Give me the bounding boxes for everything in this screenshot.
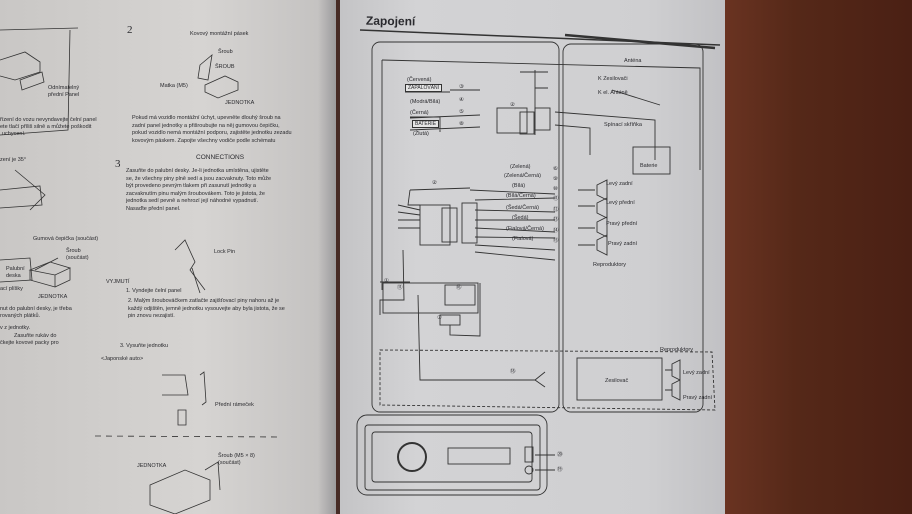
battery-box: BATERIE (412, 120, 440, 128)
label: Šroub (218, 49, 233, 55)
step-number: 3 (115, 158, 121, 170)
removal-heading: VYJMUTÍ (106, 279, 130, 285)
speaker-label: Levý zadní (606, 181, 633, 187)
edge-text: rovaných plátků. (0, 313, 41, 319)
wire-number: ⑭ (553, 228, 559, 234)
step3-text: Zasuňte do palubní desky. Je-li jednotka… (126, 168, 272, 212)
label: Palubní deska (6, 266, 25, 279)
connector-number: ② (510, 102, 515, 108)
connector-number: ⑱ (510, 369, 516, 375)
speaker-wire-label: (Zelená) (510, 164, 531, 170)
speakers-label: Reproduktory (660, 347, 694, 353)
left-manual-page: 2 Kovový montážní pásek Šroub ŠROUB Matk… (0, 0, 336, 514)
edge-text: zení je 35° (0, 157, 27, 163)
connector-number: ① (384, 278, 389, 284)
connector-number: ⑪ (397, 285, 403, 291)
step-number: 2 (127, 24, 133, 36)
label: Lock Pin (214, 249, 236, 255)
step2-text: Pokud má vozidlo montážní úchyt, upevnět… (132, 115, 292, 144)
left-page-illustrations (0, 27, 281, 514)
label: Matka (M5) (160, 83, 188, 89)
label: Šroub (součást) (66, 248, 89, 261)
aux-port-number: ⑲ (557, 467, 563, 473)
edge-text: čkejte kovové packy pro (0, 340, 59, 346)
connector-number: ④ (459, 97, 464, 103)
japanese-car-label: <Japonské auto> (101, 356, 144, 362)
wire-number: ⑮ (553, 238, 559, 244)
edge-text: v z jednotky. (0, 325, 31, 331)
speaker-label: Pravý přední (606, 221, 638, 227)
removal-step: 2. Malým šroubováčkem zatlačte zajišťova… (128, 298, 285, 319)
right-manual-page (340, 0, 725, 514)
connector-number: ⑦ (437, 315, 442, 321)
edge-text: řízení do vozu nevyndavejte čelní panel (0, 117, 97, 123)
to-el-antenna-label: K el. Anténě (598, 90, 628, 96)
speakers-label: Reproduktory (593, 262, 627, 268)
edge-text: Zasuňte rukáv do (14, 333, 57, 339)
label: Přední rámeček (215, 402, 254, 408)
wire-label: (Červená) (407, 77, 432, 83)
label: Odnímatelný přední Panel (48, 85, 80, 98)
speaker-label: Levý přední (606, 200, 635, 206)
speaker-wire-label: (Bílá/Černá) (506, 193, 536, 199)
ignition-box: ZAPALOVÁNÍ (405, 84, 443, 92)
speaker-wire-label: (Fialová) (512, 236, 534, 242)
edge-text: nut do palubní desky, je třeba (0, 306, 72, 312)
wire-number: ⑫ (553, 207, 559, 213)
speaker-wire-label: (Fialová/Černá) (506, 226, 544, 232)
removal-step: 3. Vysuňte jednotku (120, 343, 169, 349)
edge-text: ací plíšky (0, 286, 23, 292)
connections-heading: CONNECTIONS (196, 154, 245, 161)
connector-number: ② (432, 180, 437, 186)
ignition-switch-label: Spínací skříňka (604, 122, 642, 128)
label: Šroub (M5 × 8) (součást) (218, 453, 255, 466)
to-amp-label: K Zesilovači (598, 76, 628, 82)
edge-text: ete tlačí příliš silně a můžete poškodit (0, 124, 92, 130)
speaker-label: Levý zadní (683, 370, 710, 376)
label: JEDNOTKA (225, 100, 255, 106)
wire-label: (Modrá/Bílá) (410, 99, 441, 105)
usb-port-number: ⑳ (557, 452, 563, 458)
speaker-wire-label: (Zelená/Černá) (504, 173, 541, 179)
wooden-table-background (720, 0, 912, 514)
label: Gumová čepička (součást) (33, 236, 99, 242)
label: ŠROUB (215, 64, 235, 70)
wire-number: ⑬ (553, 217, 559, 223)
label: JEDNOTKA (137, 463, 167, 469)
wire-label: (Černá) (410, 110, 429, 116)
battery-label: Baterie (640, 163, 658, 169)
wire-number: ⑥ (553, 166, 558, 172)
label: JEDNOTKA (38, 294, 68, 300)
wire-label: (Žlutá) (413, 131, 429, 137)
connector-number: ⑧ (459, 121, 464, 127)
antenna-label: Anténa (624, 58, 642, 64)
connector-number: ⑯ (456, 285, 462, 291)
speaker-wire-label: (Šedá) (512, 215, 529, 221)
wire-number: ⑨ (553, 176, 558, 182)
connector-number: ⑤ (459, 109, 464, 115)
speaker-label: Pravý zadní (683, 395, 713, 401)
speaker-wire-label: (Šedá/Černá) (506, 205, 540, 211)
wire-number: ⑪ (553, 196, 559, 202)
speaker-label: Pravý zadní (608, 241, 638, 247)
amplifier-label: Zesilovač (605, 378, 629, 384)
label: Kovový montážní pásek (190, 31, 249, 37)
removal-step: 1. Vyndejte čelní panel (126, 288, 182, 294)
speaker-wire-label: (Bílá) (512, 183, 526, 189)
connector-number: ③ (459, 84, 464, 90)
wire-number: ⑩ (553, 186, 558, 192)
